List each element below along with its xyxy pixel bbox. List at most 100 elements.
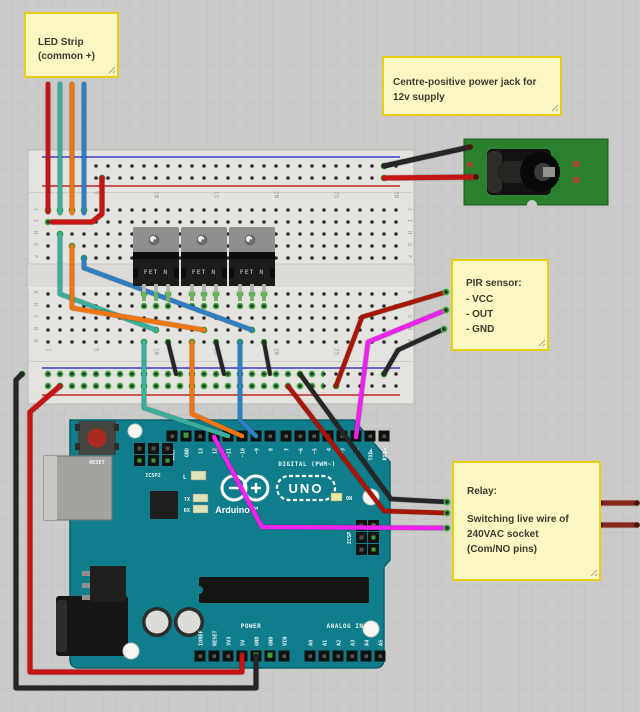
led-l-label: L [183,474,187,481]
wire-pir-vcc[interactable] [333,289,449,389]
note-text: - OUT [466,309,493,320]
solder-pad [573,161,580,167]
wire-jack-black[interactable] [381,144,473,169]
pin-label: A1 [323,640,329,646]
rail-connected-highlight [42,368,324,392]
pin-label: 3V3 [227,637,233,646]
note-text: LED Strip [38,37,84,48]
pin-label: RXD◄ [383,447,389,460]
mounting-hole [362,620,380,638]
pin-label: A5 [379,640,385,646]
voltage-regulator [82,566,126,602]
led-tx-label: TX [184,497,191,503]
wire-fet3-drain-blue[interactable] [81,255,255,333]
led-rx-label: RX [184,508,191,514]
resize-handle-icon[interactable] [590,569,598,577]
wire-gnd[interactable] [13,371,259,691]
capacitor [174,607,204,637]
note-text: Centre-positive power jack for [393,77,536,88]
icsp2-label: ICSP2 [145,473,161,479]
arduino-brand: Arduino™ [215,505,259,515]
led-rx [192,504,209,514]
note-power-jack[interactable]: Centre-positive power jack for 12v suppl… [382,56,562,116]
note-text: Relay: [467,486,497,497]
col-label: 30 [393,191,400,199]
analog-label: ANALOG IN [326,623,363,630]
col-label: 10 [153,191,160,199]
arduino-power-jack [56,596,128,656]
arduino-uno[interactable]: RESET AREF GND 13 12 ~11 ~10 ~9 8 7 ~6 ~… [43,419,391,669]
icsp2-header[interactable] [134,443,173,466]
wire-relay-vcc[interactable] [285,383,450,516]
row-label: J [406,207,412,210]
pin-label: ~9 [255,448,261,454]
wire-5v[interactable] [27,383,245,675]
pin-label: A2 [337,640,343,646]
wire-relay-gnd[interactable] [297,371,450,505]
pin-label: ~11 [227,448,233,457]
row-label: A [406,339,412,343]
wire-gnd-jumper-3[interactable] [262,340,272,376]
power-jack-board[interactable] [463,138,609,210]
wires-breadboard [45,81,479,376]
pin-label: ~10 [241,448,247,457]
reset-button[interactable] [75,421,119,455]
digital-header-right[interactable] [279,429,391,443]
row-label: H [406,231,412,234]
led-tx [192,493,209,503]
note-led-strip[interactable]: LED Strip (common +) [24,12,119,78]
wire-gnd-jumper-2[interactable] [214,340,226,376]
col-label: 20 [273,191,280,199]
row-label: B [32,327,38,331]
led-on-label: ON [346,496,352,502]
row-label: E [32,291,38,294]
resize-handle-icon[interactable] [551,104,559,112]
usb-chip [150,491,178,519]
wire-pir-gnd[interactable] [381,326,447,377]
pin-label: GND [255,637,261,646]
wires-arduino [13,289,640,691]
wire-gate2-orange[interactable] [189,339,245,439]
row-label: F [406,255,412,258]
wire-gnd-jumper-1[interactable] [166,340,178,376]
note-relay[interactable]: Relay: Switching live wire of 240VAC soc… [452,461,601,581]
pin-label: RESET [213,630,219,646]
pin-label: TXD► [369,447,375,460]
holes-rail-top [42,160,402,184]
pin-label: GND [269,637,275,646]
pin-label: A4 [365,640,371,646]
wire-relay-signal[interactable] [211,434,450,531]
pin-label: IOREF [199,630,205,646]
led-on [330,492,343,502]
wire-12v-to-common[interactable] [49,175,105,225]
pin-label: 4 [327,448,333,451]
pin-label: ~3 [341,448,347,454]
solder-pad [467,162,473,167]
row-label: I [406,219,412,222]
col-label: 5 [93,191,100,195]
wire-gate1-teal[interactable] [141,339,231,439]
pin-label: 7 [285,448,291,451]
resize-handle-icon[interactable] [108,66,116,74]
note-text: - VCC [466,294,493,305]
row-label: C [32,315,38,318]
col-label: 20 [273,348,280,356]
wire-fet2-drain-orange[interactable] [69,243,207,333]
led-l [190,470,207,481]
barrel-jack-pin [543,167,555,177]
note-pir[interactable]: PIR sensor: - VCC - OUT - GND [451,259,549,351]
resize-handle-icon[interactable] [538,339,546,347]
barrel-jack-cap [487,151,502,193]
row-label: A [32,339,38,343]
reset-label: RESET [89,460,105,466]
wire-jack-red[interactable] [381,174,479,181]
note-text: (common +) [38,51,95,62]
wire-gate3-blue[interactable] [237,339,259,439]
pin-label: VIN [283,637,289,646]
wire-pir-out[interactable] [353,307,449,440]
col-label: 10 [153,348,160,356]
analog-header[interactable] [303,649,387,663]
row-label: I [32,219,38,222]
col-label: 15 [213,191,220,199]
